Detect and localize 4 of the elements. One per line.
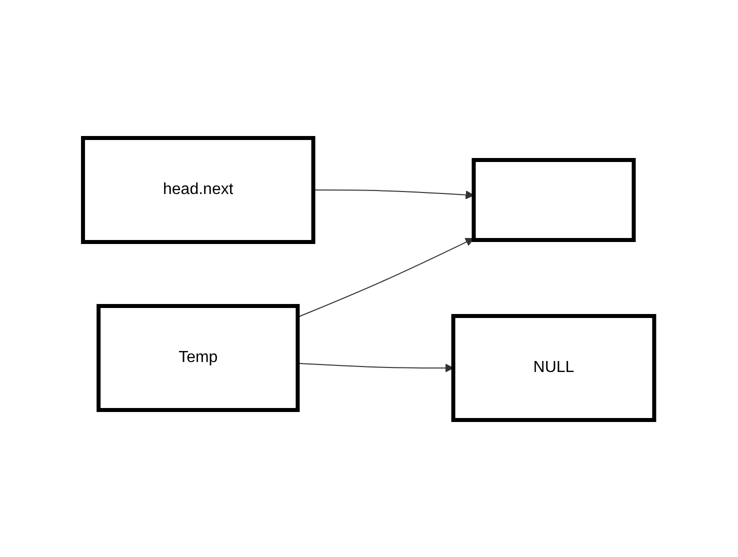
node-box: NULL	[452, 314, 657, 422]
node-box: Temp	[96, 304, 300, 412]
node-box	[472, 158, 636, 242]
node-box: head.next	[81, 136, 316, 244]
